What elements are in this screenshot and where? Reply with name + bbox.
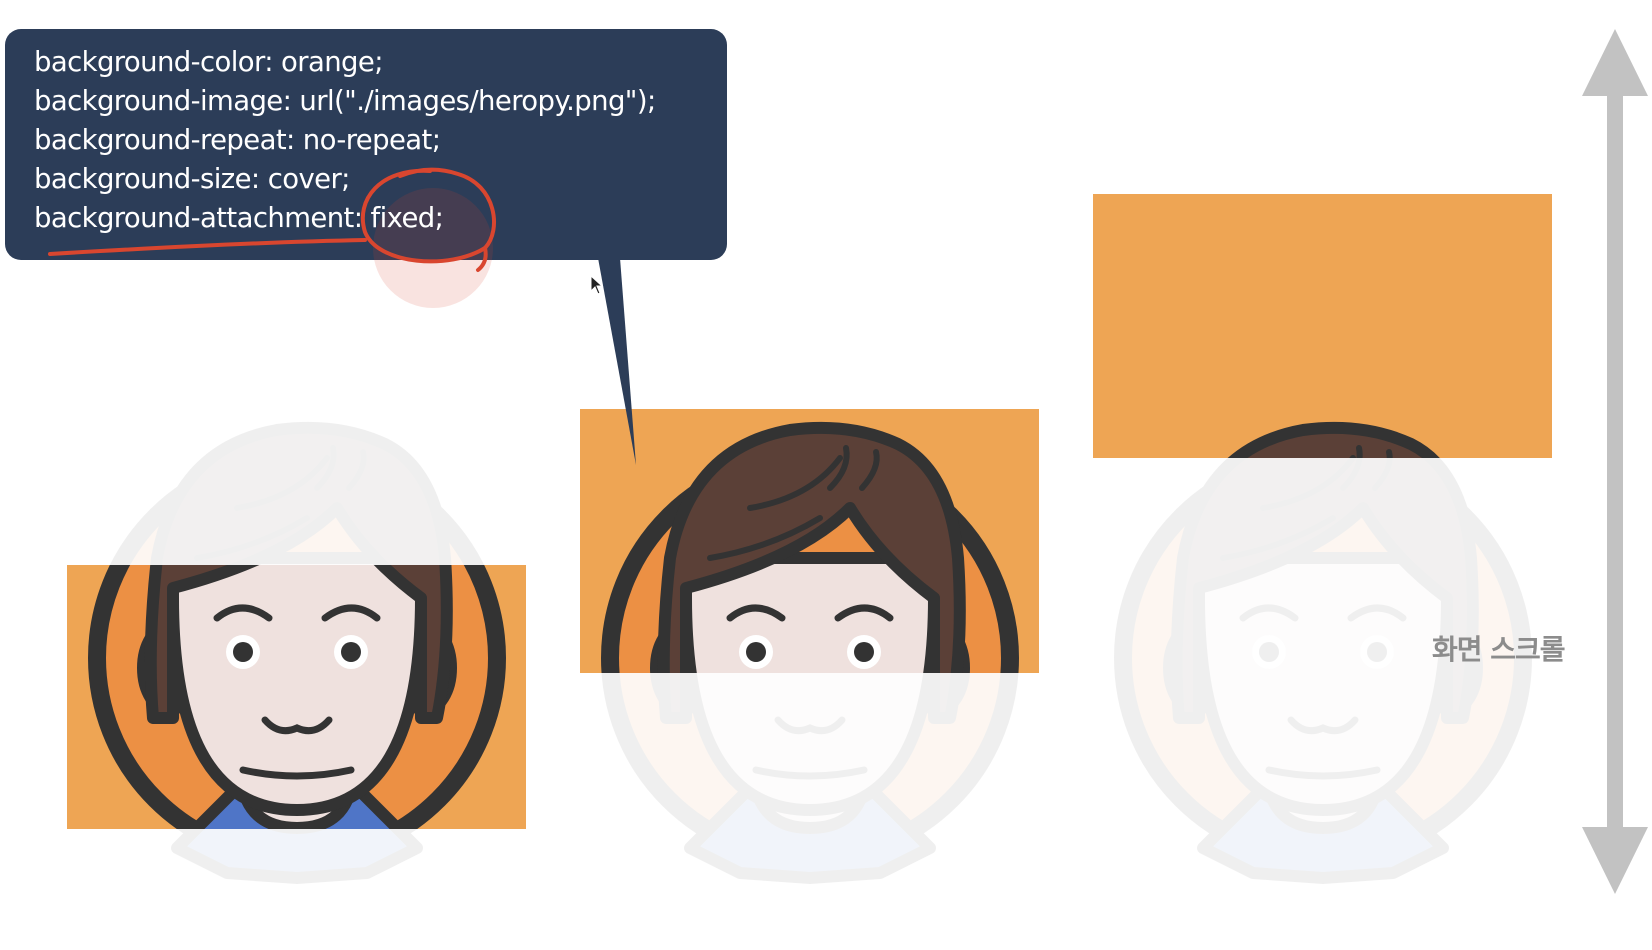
code-line-background-image: background-image: url("./images/heropy.p… <box>34 85 656 117</box>
mouse-cursor-icon <box>590 274 604 295</box>
code-line-background-color: background-color: orange; <box>34 46 383 78</box>
scroll-arrow-icon <box>1582 29 1648 894</box>
code-line-background-repeat: background-repeat: no-repeat; <box>34 124 441 156</box>
code-line-background-attachment: background-attachment: fixed; <box>34 202 444 234</box>
code-tooltip-bubble <box>5 29 727 465</box>
code-line-background-size: background-size: cover; <box>34 163 350 195</box>
scroll-label: 화면 스크롤 <box>1432 633 1566 666</box>
element-box-3 <box>1093 194 1552 458</box>
element-box-2 <box>580 409 1039 673</box>
annotation-highlight <box>48 167 496 308</box>
element-box-1 <box>67 565 526 829</box>
